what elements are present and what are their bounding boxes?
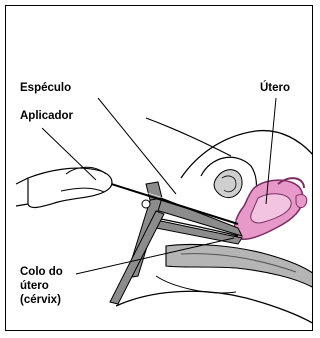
body-upper-contour	[181, 131, 313, 178]
anatomy-illustration	[6, 6, 313, 331]
lower-body-contour	[116, 291, 313, 324]
label-colo-line2: útero	[20, 280, 49, 293]
hand-wrist	[16, 178, 28, 206]
ovary	[296, 194, 307, 207]
intestine-loops	[214, 170, 242, 198]
label-colo-line1: Colo do	[20, 266, 63, 279]
rectum	[166, 244, 313, 288]
label-colo-line3: (cérvix)	[20, 294, 61, 307]
speculum-screw	[142, 200, 150, 208]
gloved-hand	[28, 168, 112, 207]
abdomen-outline	[146, 118, 231, 156]
diagram-frame: Espéculo Aplicador Útero Colo do útero (…	[5, 5, 313, 331]
buttock-contour	[156, 276, 236, 293]
label-especulo: Espéculo	[20, 82, 71, 95]
label-utero: Útero	[260, 82, 290, 95]
label-aplicador: Aplicador	[20, 110, 73, 123]
